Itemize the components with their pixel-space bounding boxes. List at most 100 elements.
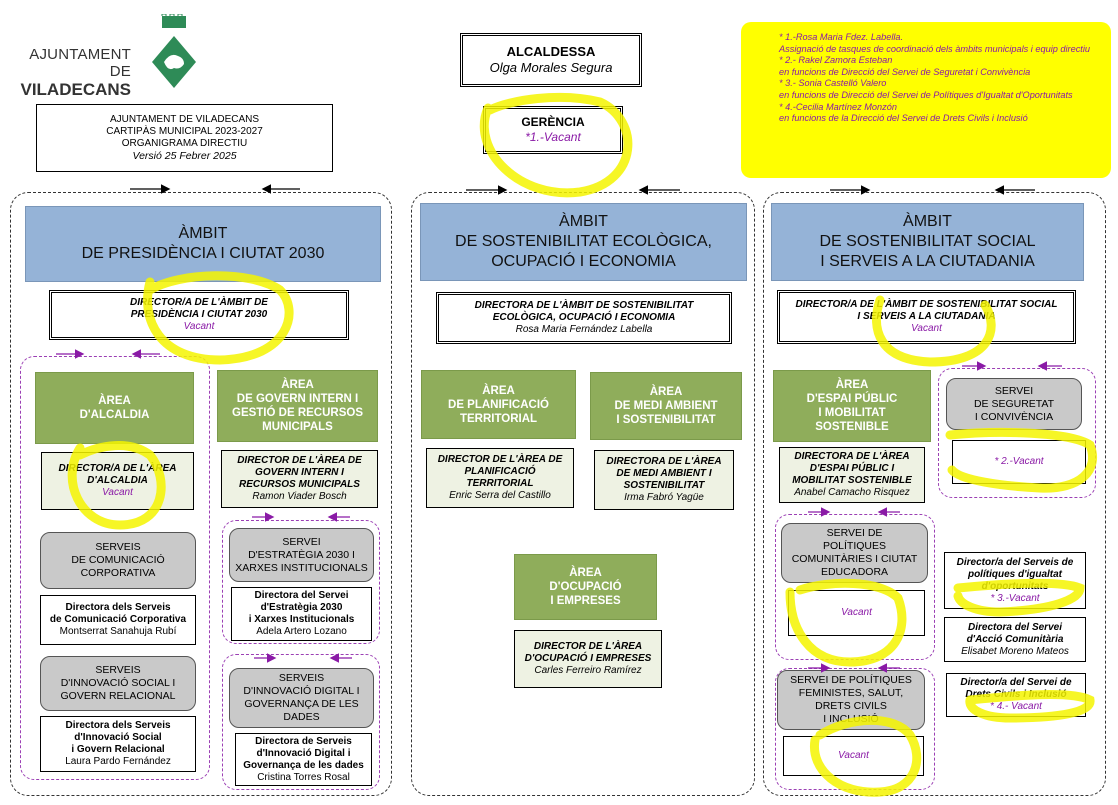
dir-ocup-name: Carles Ferreiro Ramírez: [534, 665, 642, 676]
dir-estrategia-line2: d'Estratègia 2030: [260, 602, 343, 613]
ambit1-director-line1: DIRECTOR/A DE L'ÀMBIT DE: [130, 297, 268, 308]
area-govern-line1: ÀREA: [281, 379, 314, 391]
serveis-innovacio-social: SERVEIS D'INNOVACIÓ SOCIAL I GOVERN RELA…: [40, 656, 196, 711]
note-4-detail: en funcions de la Direcció del Servei de…: [779, 113, 1028, 124]
dir-igualtat-line3: d'oportunitats: [981, 580, 1049, 592]
area-ocup-line1: ÀREA: [569, 567, 602, 579]
dir-estrategia: Directora del Servei d'Estratègia 2030 i…: [231, 587, 372, 641]
area-govern-line3: GESTIÓ DE RECURSOS: [232, 407, 363, 419]
dir-accio-line1: Directora del Servei: [968, 621, 1062, 633]
area-planificacio: ÀREA DE PLANIFICACIÓ TERRITORIAL: [421, 370, 576, 439]
dir-govern-line3: RECURSOS MUNICIPALS: [239, 479, 360, 490]
dir-igualtat-line2: polítiques d'igualtat: [967, 568, 1063, 580]
servei-feministes: SERVEI DE POLÍTIQUES FEMINISTES, SALUT, …: [777, 670, 925, 730]
gerencia-box: GERÈNCIA *1.-Vacant: [483, 106, 623, 154]
area-espai-public: ÀREA D'ESPAI PÚBLIC I MOBILITAT SOSTENIB…: [773, 370, 931, 442]
servei-seg-line2: DE SEGURETAT: [973, 397, 1055, 410]
estrategia-group: [222, 520, 380, 644]
dir-igualtat-line1: Director/a del Serveis de: [956, 556, 1074, 568]
notes-box: * 1.-Rosa Maria Fdez. Labella. Assignaci…: [779, 32, 1101, 125]
servei-pol-line4: EDUCADORA: [820, 566, 889, 578]
alcaldessa-name: Olga Morales Segura: [489, 60, 613, 75]
dir-espai-public: DIRECTORA DE L'ÀREA D'ESPAI PÚBLIC I MOB…: [779, 447, 925, 503]
servei-seg-line3: I CONVIVÈNCIA: [974, 410, 1054, 423]
serveis-digital-line1: SERVEIS: [278, 672, 325, 684]
ambit2-title2: DE SOSTENIBILITAT ECOLÒGICA,: [455, 233, 712, 250]
ambit2-director: DIRECTORA DE L'ÀMBIT DE SOSTENIBILITAT E…: [436, 292, 732, 344]
note-2: * 2.- Rakel Zamora Esteban: [779, 55, 893, 66]
area-alcaldia-line1: ÀREA: [98, 395, 131, 407]
dir-fem-name: Vacant: [838, 750, 869, 761]
dir-com-name: Montserrat Sanahuja Rubí: [59, 626, 177, 637]
area-govern-intern: ÀREA DE GOVERN INTERN I GESTIÓ DE RECURS…: [217, 370, 378, 442]
ambit1-container: [10, 192, 392, 796]
dir-igualtat-name: * 3.-Vacant: [990, 592, 1040, 604]
serveis-digital: SERVEIS D'INNOVACIÓ DIGITAL I GOVERNANÇA…: [229, 668, 374, 728]
servei-pol-line1: SERVEI DE: [826, 527, 883, 539]
note-3-detail: en funcions de Direcció del Servei de Po…: [779, 89, 1073, 100]
dir-alcaldia-line2: D'ALCALDIA: [87, 475, 148, 486]
serveis-inno-line3: GOVERN RELACIONAL: [60, 690, 176, 702]
area-govern-line4: MUNICIPALS: [262, 421, 333, 433]
dir-com-line2: de Comunicació Corporativa: [49, 614, 187, 625]
dir-govern-name: Ramon Viader Bosch: [252, 491, 347, 502]
dir-medi-ambient: DIRECTORA DE L'ÀREA DE MEDI AMBIENT I SO…: [594, 450, 734, 510]
servei-pol-line3: COMUNITÀRIES I CIUTAT: [791, 553, 918, 565]
dir-alcaldia-line1: DIRECTOR/A DE L'ÀREA: [58, 463, 177, 474]
gerencia-title: GERÈNCIA: [521, 115, 585, 129]
area-plan-line3: TERRITORIAL: [459, 412, 538, 425]
dir-espai-line2: D'ESPAI PÚBLIC I: [809, 463, 895, 474]
alcaldia-group: [20, 356, 210, 780]
area-medi-line3: I SOSTENIBILITAT: [616, 414, 716, 426]
dir-accio-name: Elisabet Moreno Mateos: [961, 645, 1069, 657]
ambit1-director-line2: PRESIDÈNCIA I CIUTAT 2030: [130, 309, 268, 320]
dir-medi-line2: DE MEDI AMBIENT I: [616, 468, 712, 479]
area-plan-line2: DE PLANIFICACIÓ: [448, 398, 549, 411]
ambit3-director: DIRECTOR/A DE L'ÀMBIT DE SOSTENIBILITAT …: [777, 290, 1076, 344]
ambit1-title1: ÀMBIT: [178, 225, 228, 242]
dir-planificacio: DIRECTOR DE L'ÀREA DE PLANIFICACIÓ TERRI…: [426, 448, 574, 508]
ambit2-director-line2: ECOLÒGICA, OCUPACIÓ I ECONOMIA: [492, 312, 676, 323]
area-ocup-line2: D'OCUPACIÓ: [549, 581, 622, 593]
ambit2-director-name: Rosa Maria Fernández Labella: [515, 324, 653, 335]
servei-estrategia: SERVEI D'ESTRATÈGIA 2030 I XARXES INSTIT…: [229, 528, 374, 582]
servei-pol-line2: POLÍTIQUES: [822, 540, 886, 552]
serveis-com-line3: CORPORATIVA: [80, 567, 156, 579]
area-alcaldia: ÀREA D'ALCALDIA: [35, 372, 194, 444]
dir-digital-line1: Directora de Serveis: [255, 735, 352, 747]
ambit1-director-name: Vacant: [183, 321, 215, 332]
area-espai-line3: I MOBILITAT: [818, 407, 886, 419]
servei-estrategia-line2: D'ESTRATÈGIA 2030 I: [248, 548, 355, 561]
info-box: AJUNTAMENT DE VILADECANS CARTIPÀS MUNICI…: [36, 104, 333, 172]
notes-highlight: [741, 22, 1111, 178]
dir-drets-line2: Drets Civils i Inclusió: [965, 689, 1067, 700]
dir-seguretat: * 2.-Vacant: [952, 440, 1086, 484]
dir-drets-civils: Director/a del Servei de Drets Civils i …: [946, 673, 1086, 717]
dir-ocup-line1: DIRECTOR DE L'ÀREA: [533, 641, 643, 652]
note-1: * 1.-Rosa Maria Fdez. Labella.: [779, 32, 904, 42]
area-govern-line2: DE GOVERN INTERN I: [236, 393, 359, 405]
area-espai-line1: ÀREA: [835, 379, 869, 391]
dir-pol-name: Vacant: [841, 607, 872, 618]
dir-digital-line3: Governança de les dades: [243, 759, 364, 771]
dir-drets-name: * 4.- Vacant: [990, 701, 1042, 712]
servei-fem-line4: I INCLUSIÓ: [823, 713, 879, 725]
dir-medi-name: Irma Fabró Yagüe: [624, 492, 704, 503]
ambit3-director-line1: DIRECTOR/A DE L'ÀMBIT DE SOSTENIBILITAT …: [795, 299, 1058, 310]
ambit3-title2: DE SOSTENIBILITAT SOCIAL: [819, 233, 1036, 250]
dir-plan-line2: PLANIFICACIÓ: [464, 466, 536, 477]
serveis-inno-line1: SERVEIS: [95, 664, 141, 676]
area-ocupacio: ÀREA D'OCUPACIÓ I EMPRESES: [514, 554, 657, 620]
dir-ocup-line2: D'OCUPACIÓ I EMPRESES: [524, 653, 652, 664]
dir-digital: Directora de Serveis d'Innovació Digital…: [235, 733, 372, 786]
dir-politiques-comunitaries: Vacant: [788, 590, 925, 636]
ambit3-director-name: Vacant: [911, 323, 942, 334]
dir-inno-line2: d'Innovació Social: [74, 732, 162, 743]
servei-seg-line1: SERVEI: [994, 384, 1034, 397]
dir-estrategia-name: Adela Artero Lozano: [256, 626, 347, 637]
note-2-detail: en funcions de Direcció del Servei de Se…: [779, 66, 1031, 77]
dir-plan-line3: TERRITORIAL: [466, 478, 534, 489]
area-ocup-line3: I EMPRESES: [550, 595, 621, 607]
alcaldessa-title: ALCALDESSA: [506, 44, 596, 59]
ambit3-director-line2: I SERVEIS A LA CIUTADANIA: [857, 311, 996, 322]
